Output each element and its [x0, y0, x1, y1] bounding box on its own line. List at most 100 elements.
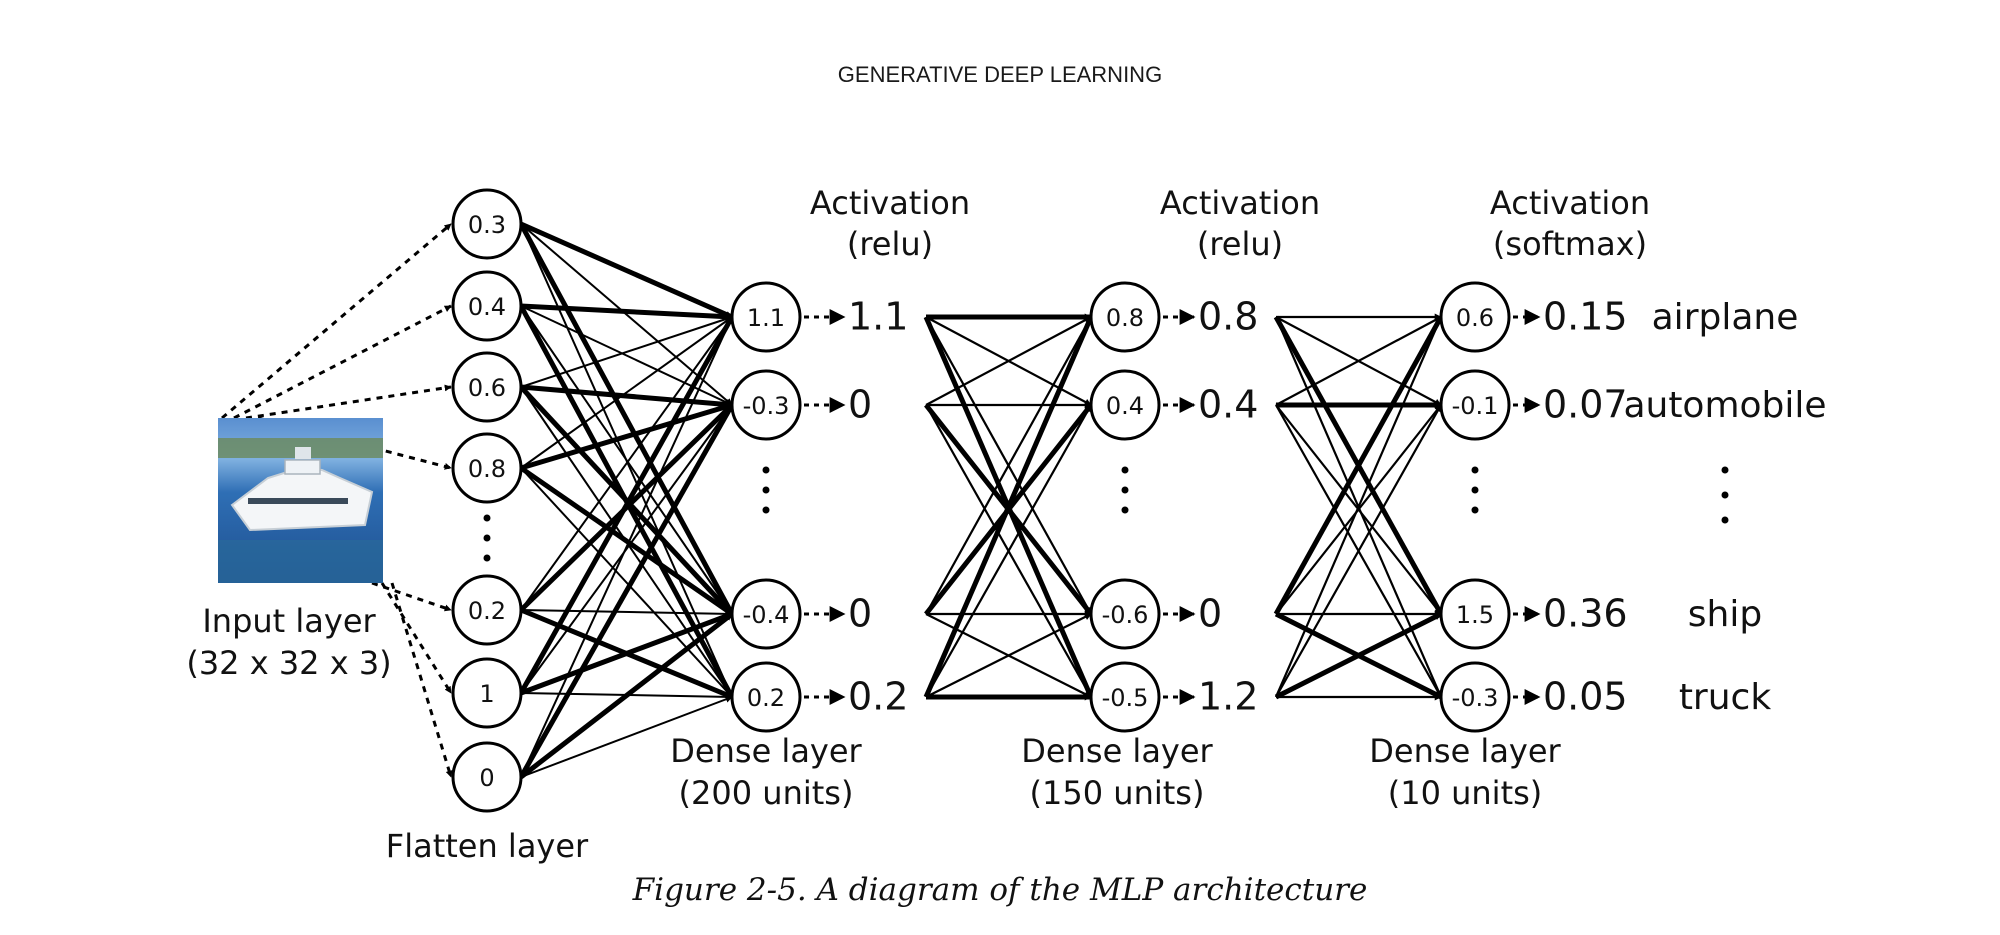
dense-node — [730, 281, 802, 353]
activation-value: 0.4 — [1198, 383, 1258, 427]
dense-layer-title: Dense layer — [670, 732, 862, 770]
connection-edge — [520, 611, 733, 696]
book-header: GENERATIVE DEEP LEARNING — [837, 62, 1163, 87]
connection-edge — [520, 315, 733, 388]
dense-node — [1439, 661, 1511, 733]
connection-edge — [1274, 611, 1443, 700]
connection-edge — [925, 316, 1092, 406]
connection-edge — [520, 695, 733, 778]
activation-value: 0.36 — [1543, 592, 1628, 636]
connection-edge — [520, 609, 733, 618]
flatten-node — [451, 657, 523, 729]
class-label: ship — [1688, 594, 1762, 635]
ellipsis-dot — [762, 466, 770, 474]
flatten-layer-title: Flatten layer — [386, 827, 589, 865]
activation-function: (relu) — [847, 225, 933, 263]
dense-layer-title: Dense layer — [1369, 732, 1561, 770]
ellipsis-dot — [1721, 491, 1729, 499]
flatten-node-value: 0.2 — [468, 597, 506, 625]
dense-node-value: -0.4 — [743, 601, 790, 629]
flatten-node-value: 1 — [479, 680, 494, 708]
connection-edge — [518, 403, 735, 779]
activation-function: (relu) — [1197, 225, 1283, 263]
connection-edge — [519, 612, 734, 779]
dense-node-value: 0.8 — [1106, 304, 1144, 332]
activation-value: 1.2 — [1198, 675, 1258, 719]
dense-node-value: -0.3 — [743, 392, 790, 420]
figure-caption: Figure 2-5. A diagram of the MLP archite… — [632, 872, 1368, 908]
input-layer-title: Input layer — [202, 602, 376, 640]
connection-edge — [520, 305, 733, 615]
dense-node — [1439, 369, 1511, 441]
flatten-node-value: 0.4 — [468, 293, 506, 321]
input-arrow — [390, 582, 453, 778]
connection-edge — [1275, 404, 1442, 698]
flatten-node — [451, 432, 523, 504]
ellipsis-dot — [762, 506, 770, 514]
input-arrow — [380, 582, 453, 694]
dense-node — [1089, 369, 1161, 441]
activation-title: Activation — [1160, 184, 1320, 222]
activation-value: 0.8 — [1198, 295, 1258, 339]
connection-edge — [520, 316, 733, 778]
dense-node-value: 1.1 — [747, 304, 785, 332]
dense-node-value: 0.6 — [1456, 304, 1494, 332]
activation-value: 0.2 — [848, 675, 908, 719]
connection-edge — [519, 221, 734, 320]
dense-layer-title: Dense layer — [1021, 732, 1213, 770]
dense-node-value: -0.6 — [1102, 601, 1149, 629]
connection-edge — [925, 316, 1092, 615]
connection-edge — [925, 613, 1092, 698]
dense-node-value: -0.1 — [1452, 392, 1499, 420]
connection-edge — [1274, 316, 1443, 698]
dense-node — [1089, 578, 1161, 650]
flatten-node-value: 0.8 — [468, 455, 506, 483]
ellipsis-dot — [1471, 486, 1479, 494]
dense-node-value: 1.5 — [1456, 601, 1494, 629]
activation-title: Activation — [810, 184, 970, 222]
flatten-node-value: 0 — [479, 764, 494, 792]
dense-node — [1439, 578, 1511, 650]
dense-node-value: -0.3 — [1452, 684, 1499, 712]
connection-edge — [518, 222, 735, 616]
dense-node-value: -0.5 — [1102, 684, 1149, 712]
dense-layer-units: (10 units) — [1388, 774, 1543, 812]
flatten-node — [451, 574, 523, 646]
activation-title: Activation — [1490, 184, 1650, 222]
connection-edge — [520, 467, 733, 698]
ellipsis-dot — [1471, 466, 1479, 474]
input-arrow — [221, 222, 452, 420]
ellipsis-dot — [1721, 516, 1729, 524]
dense-node — [1089, 661, 1161, 733]
connection-edge — [1275, 316, 1442, 406]
flatten-node — [451, 741, 523, 813]
connection-edge — [520, 384, 733, 408]
connection-edge — [520, 316, 733, 611]
dense-node — [730, 661, 802, 733]
activation-function: (softmax) — [1493, 225, 1647, 263]
connection-edge — [519, 465, 734, 617]
activation-value: 1.1 — [848, 295, 908, 339]
ellipsis-dot — [1121, 506, 1129, 514]
class-label: truck — [1679, 677, 1772, 718]
input-arrow — [233, 304, 452, 420]
dense-node — [730, 578, 802, 650]
flatten-node-value: 0.6 — [468, 374, 506, 402]
dense-node — [1439, 281, 1511, 353]
flatten-node — [451, 188, 523, 260]
ellipsis-dot — [483, 554, 491, 562]
dense-node-value: 0.4 — [1106, 392, 1144, 420]
class-label: automobile — [1623, 385, 1826, 426]
dense-node — [1089, 281, 1161, 353]
input-arrow — [245, 384, 452, 420]
activation-value: 0 — [1198, 592, 1222, 636]
activation-value: 0 — [848, 592, 872, 636]
ellipsis-dot — [1721, 466, 1729, 474]
connection-edge — [925, 404, 1092, 698]
connection-edge — [1273, 315, 1444, 616]
flatten-node — [451, 270, 523, 342]
connection-edge — [518, 315, 735, 695]
connection-edge — [520, 402, 733, 471]
dense-layer-units: (150 units) — [1030, 774, 1205, 812]
